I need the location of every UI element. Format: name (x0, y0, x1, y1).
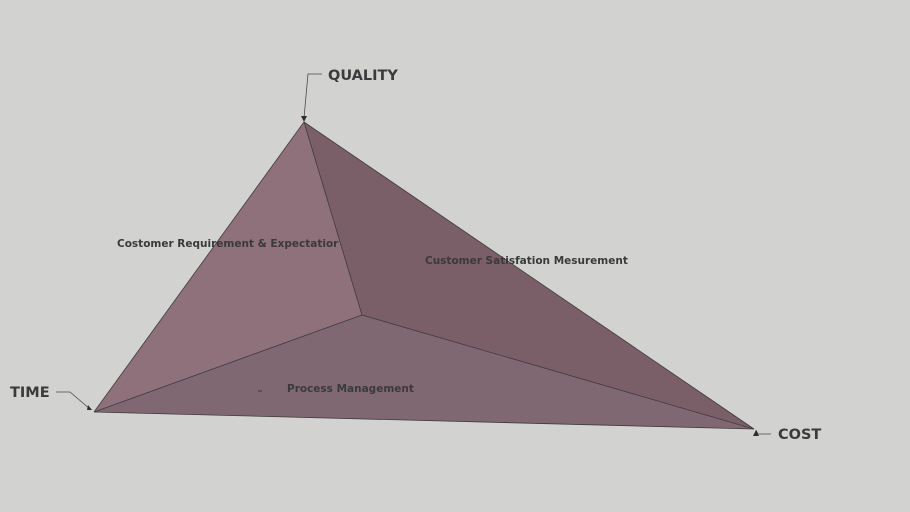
time-label: TIME (10, 385, 50, 401)
cost-leader (753, 429, 771, 436)
edge-time-cost (93, 411, 755, 430)
edge-quality-center (303, 121, 363, 316)
time-leader (56, 391, 92, 410)
cost-arrow-icon (753, 430, 759, 436)
face-bottom (94, 315, 754, 429)
face-right-label: Customer Satisfation Mesurement (425, 255, 628, 267)
quality-leader (301, 73, 322, 122)
cost-label: COST (778, 427, 821, 443)
edge-cost-center (361, 314, 755, 430)
quality-arrow-icon (301, 116, 307, 122)
quality-label: QUALITY (328, 68, 398, 84)
time-arrow-icon (87, 405, 92, 410)
pyramid-edges (93, 121, 755, 430)
face-left (94, 122, 362, 412)
edge-time-center (93, 314, 363, 413)
face-bottom-label: Process Management (287, 383, 414, 395)
face-left-label: Costomer Requirement & Expectatior (117, 238, 339, 250)
edge-quality-cost (303, 121, 755, 430)
edge-quality-time (93, 121, 305, 413)
